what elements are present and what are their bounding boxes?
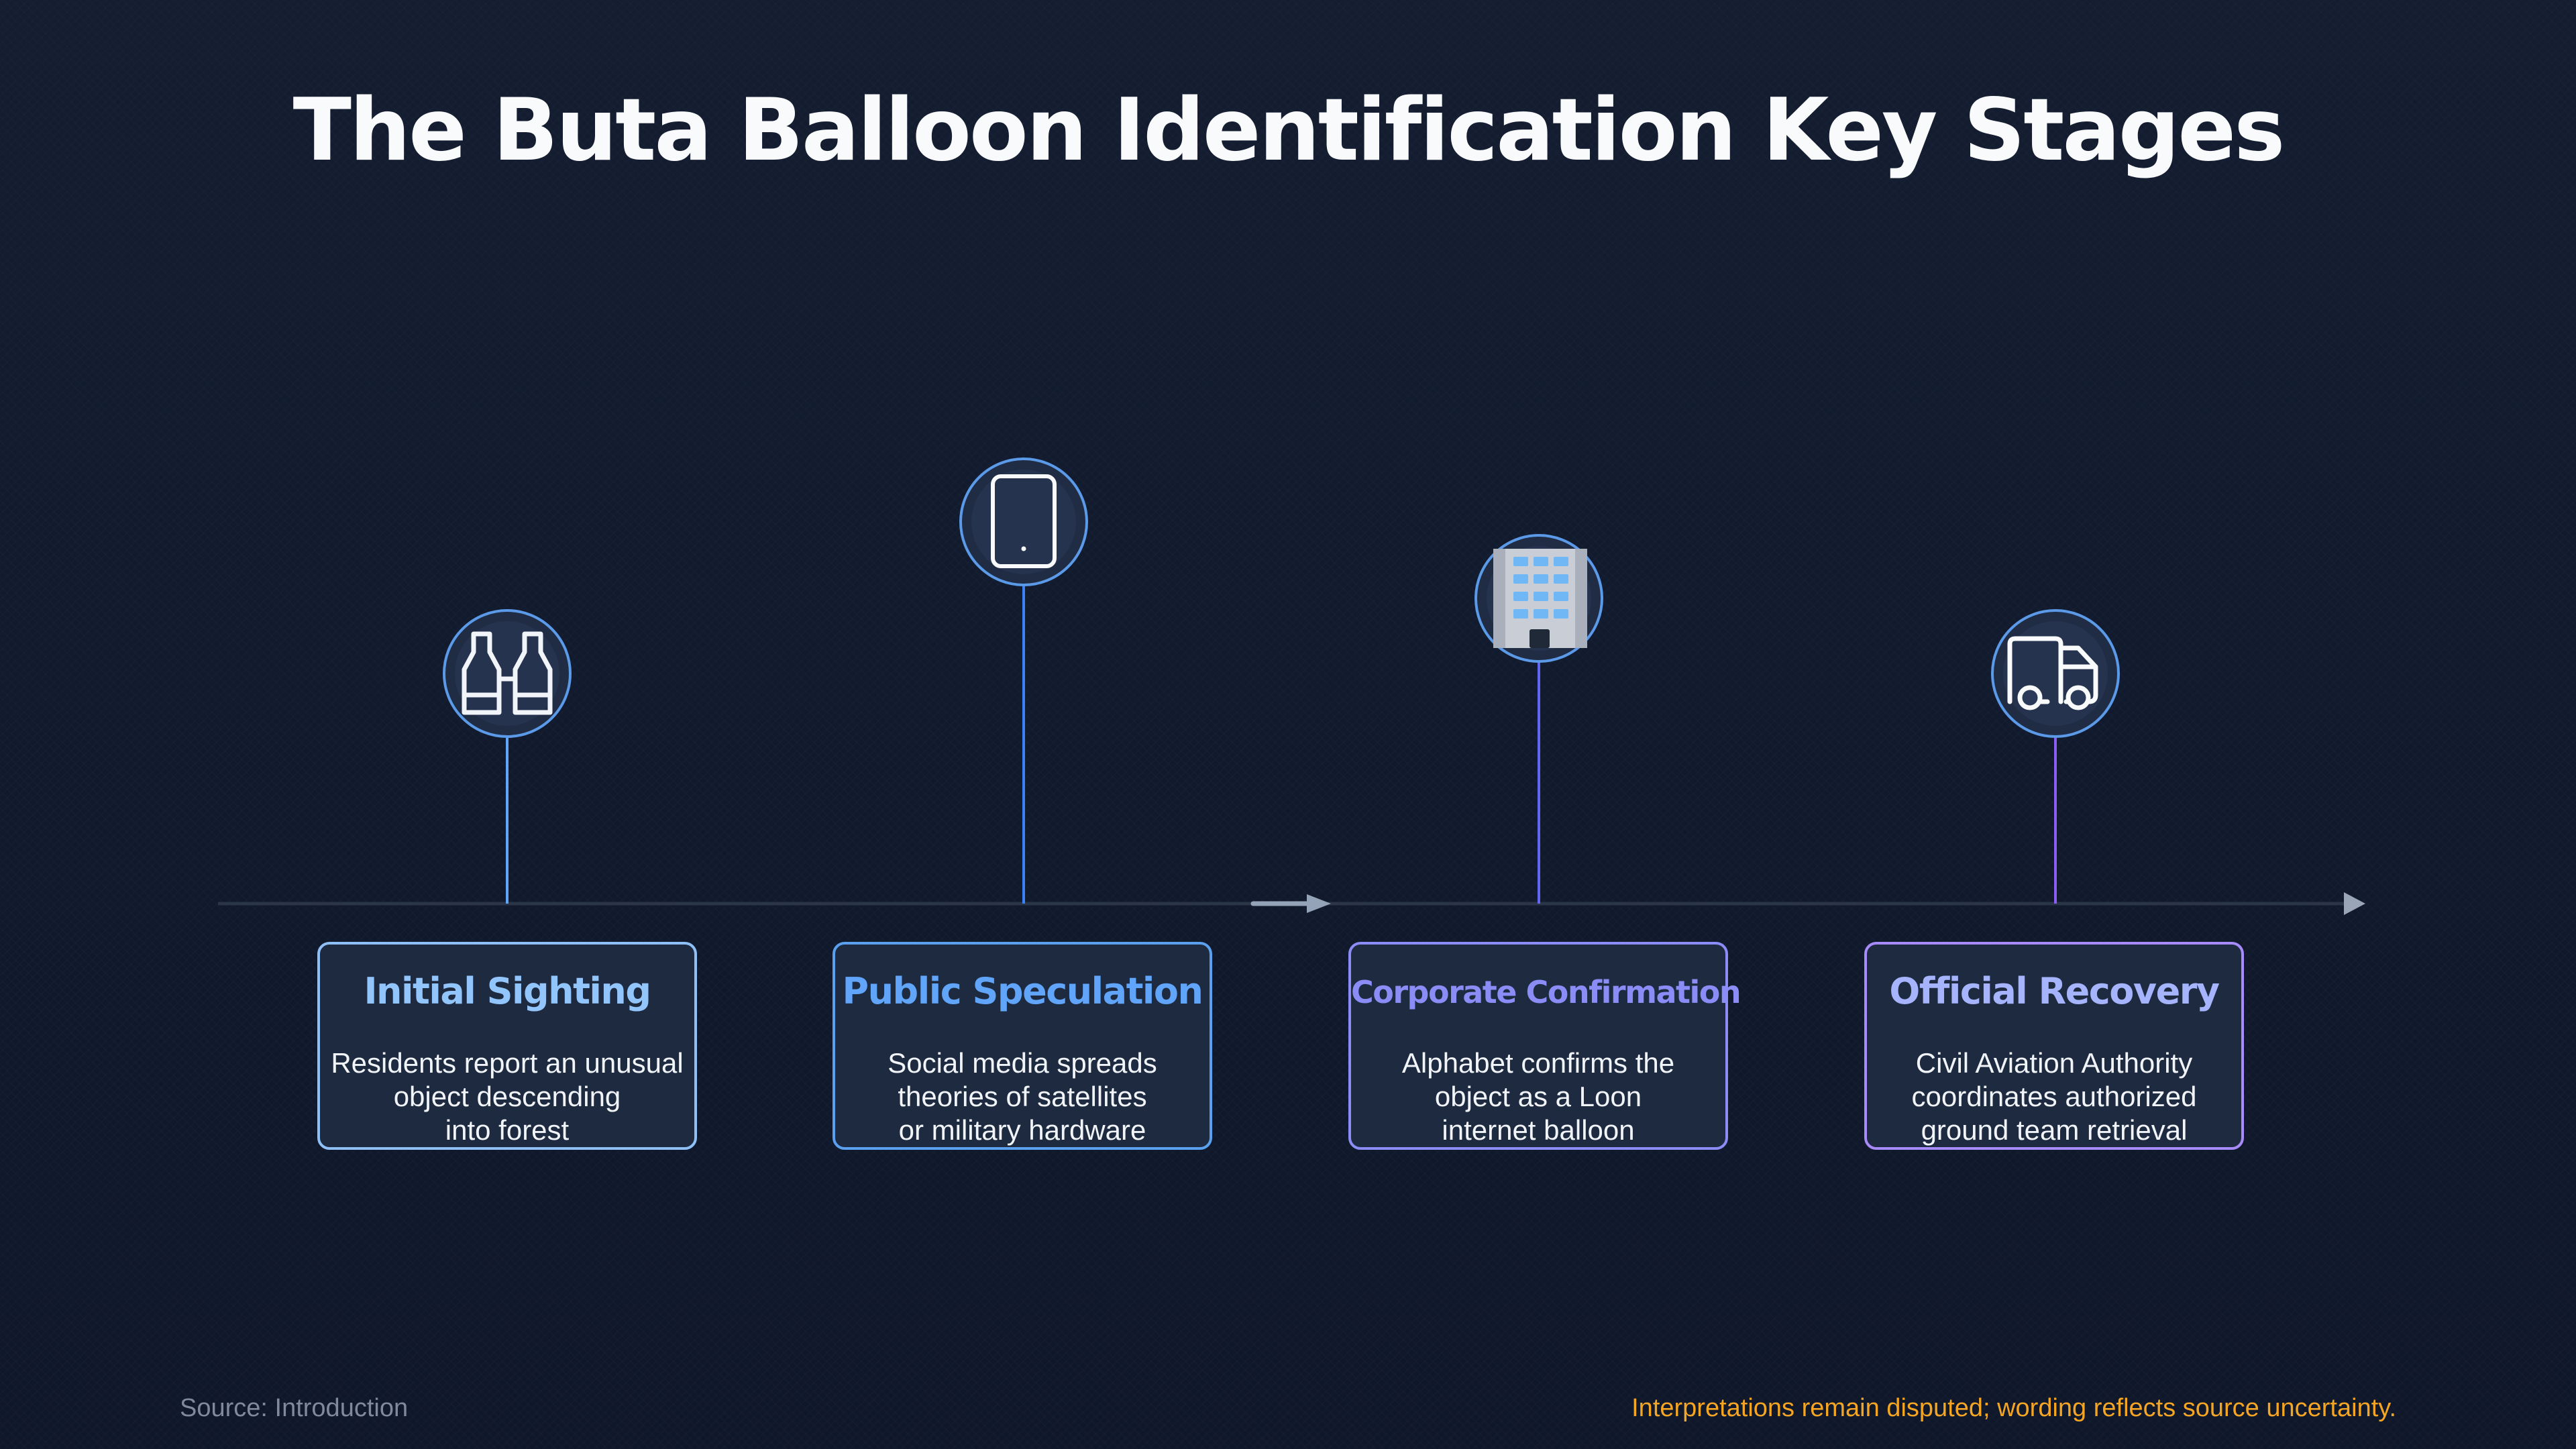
source-note: Source: Introduction — [180, 1394, 409, 1422]
delivery-truck-icon — [1991, 609, 2120, 738]
stage-card-initial-sighting: Initial Sighting Residents report an unu… — [317, 942, 697, 1150]
disclaimer-note: Interpretations remain disputed; wording… — [1631, 1394, 2396, 1422]
progress-arrow-icon — [1250, 894, 1331, 913]
page-title: The Buta Balloon Identification Key Stag… — [292, 80, 2286, 180]
stage-title: Official Recovery — [1889, 970, 2220, 1012]
stage-title: Initial Sighting — [364, 970, 651, 1012]
binoculars-icon — [443, 609, 572, 738]
stage-card-official-recovery: Official Recovery Civil Aviation Authori… — [1864, 942, 2244, 1150]
stage-description: Residents report an unusual object desce… — [331, 1047, 684, 1146]
stage-description: Social media spreads theories of satelli… — [888, 1047, 1157, 1146]
office-building-icon — [1474, 534, 1603, 663]
timeline-end-arrow-icon — [2344, 892, 2365, 915]
stage-card-public-speculation: Public Speculation Social media spreads … — [833, 942, 1212, 1150]
stage-description: Alphabet confirms the object as a Loon i… — [1401, 1047, 1675, 1146]
tablet-icon — [959, 458, 1088, 586]
stage-description: Civil Aviation Authority coordinates aut… — [1911, 1047, 2197, 1146]
stage-title: Corporate Confirmation — [1351, 974, 1741, 1010]
stage-card-corporate-confirmation: Corporate Confirmation Alphabet confirms… — [1348, 942, 1741, 1150]
stage-title: Public Speculation — [842, 970, 1203, 1012]
